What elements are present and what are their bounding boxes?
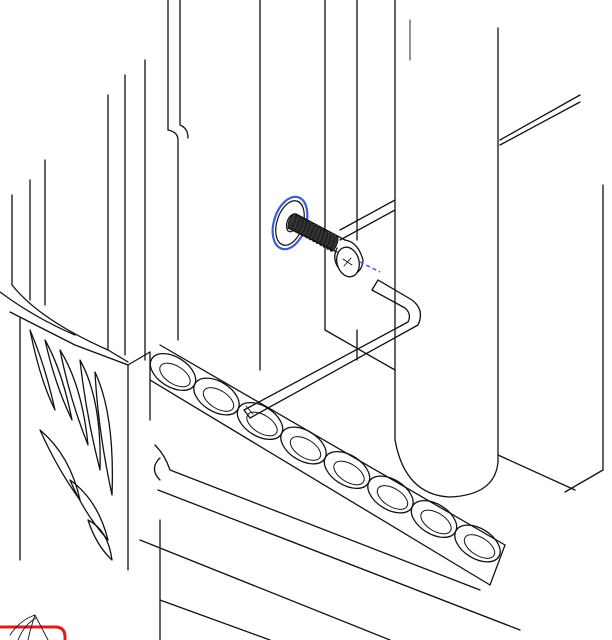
detail-callout [0,614,67,640]
carved-leaf-block [9,311,151,571]
rope-moulding [149,344,506,591]
side-wall [259,0,396,371]
column-pillar [394,0,499,498]
fluted-pilaster [0,0,189,363]
connector-bolt [287,213,381,278]
hex-key [243,279,422,419]
rope-bead [454,524,501,563]
back-panel [497,94,604,493]
cabinet-base [139,457,521,640]
